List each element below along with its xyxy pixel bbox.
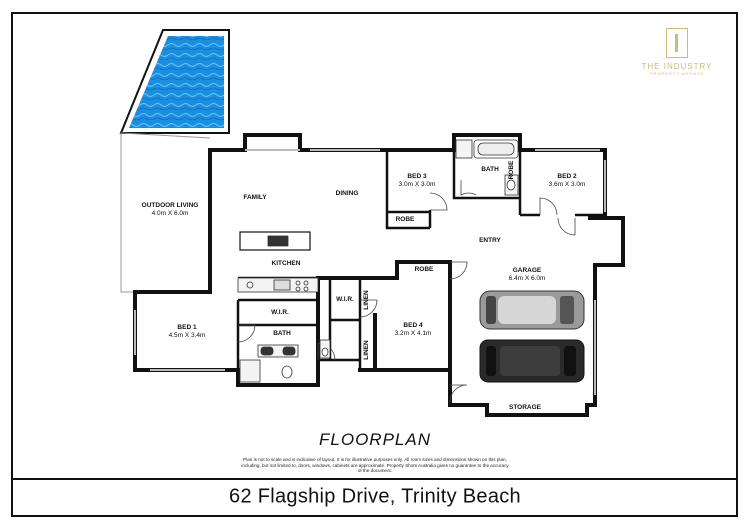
- logo-mark-icon: [666, 28, 688, 58]
- car-silver: [479, 290, 585, 330]
- kitchen-label: KITCHEN: [271, 259, 301, 267]
- car-black: [479, 339, 585, 383]
- address-bar: [11, 478, 738, 517]
- upper-bath-fixtures: [455, 139, 519, 196]
- brand-logo: THE INDUSTRY PROPERTY AGENTS: [637, 28, 717, 88]
- floorplan-title: FLOORPLAN: [319, 430, 431, 449]
- upper-bath-label: BATH: [481, 165, 499, 173]
- robe-bed2-label: ROBE: [507, 160, 515, 180]
- wir-bed1-label: W.I.R.: [271, 308, 289, 316]
- linen-lower-label: LINEN: [362, 340, 370, 360]
- windows: [134, 149, 606, 395]
- lower-bath-fixtures: [239, 339, 331, 383]
- linen-upper-label: LINEN: [362, 290, 370, 310]
- robe-bed4-label: ROBE: [414, 265, 434, 273]
- wir-center-label: W.I.R.: [336, 295, 354, 303]
- storage-label: STORAGE: [508, 403, 542, 411]
- kitchen-fixtures: [237, 231, 319, 293]
- page-frame: [11, 12, 738, 517]
- family-label: FAMILY: [243, 193, 267, 201]
- logo-tagline: PROPERTY AGENTS: [649, 71, 705, 76]
- property-address: 62 Flagship Drive, Trinity Beach: [229, 485, 521, 508]
- outdoor-living-outline: [120, 133, 135, 293]
- doors: [237, 180, 576, 403]
- dining-label: DINING: [335, 189, 359, 197]
- disclaimer-text: Plan is not to scale and is indicative o…: [241, 456, 509, 473]
- entry-label: ENTRY: [479, 236, 501, 244]
- pool: [119, 29, 230, 134]
- logo-name: THE INDUSTRY: [641, 62, 713, 71]
- robe-bed3-label: ROBE: [395, 215, 415, 223]
- lower-bath-label: BATH: [273, 329, 291, 337]
